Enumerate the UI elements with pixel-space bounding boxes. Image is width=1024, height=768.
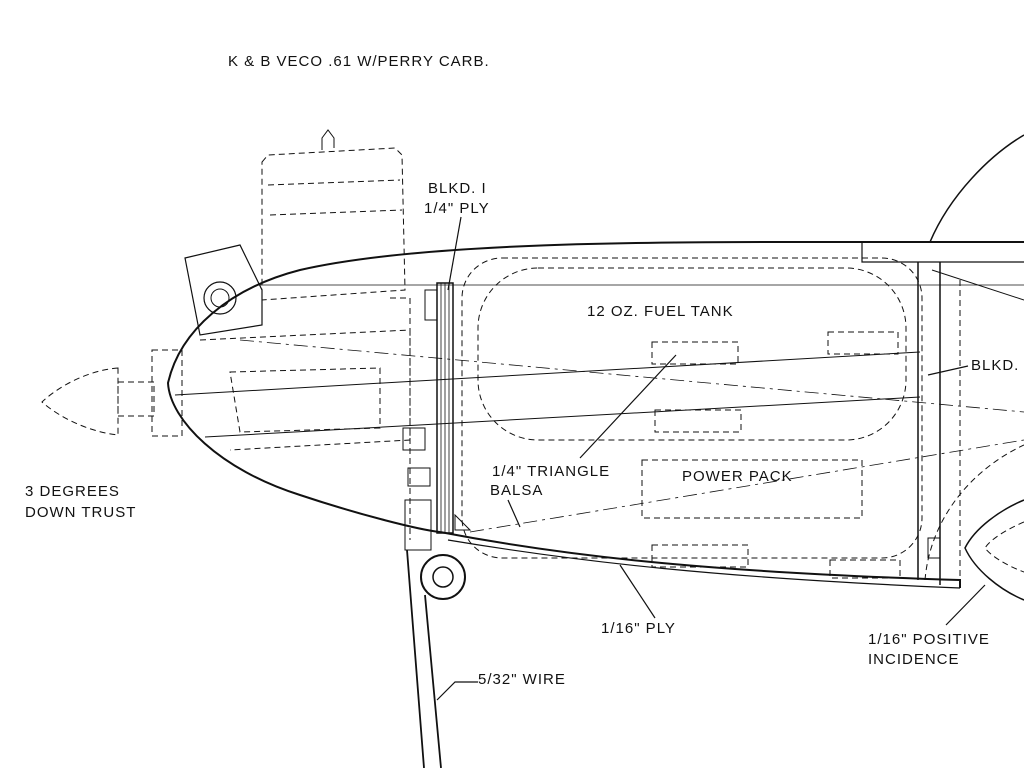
gear-mount-ring: [420, 554, 466, 600]
tank-strap-3: [827, 331, 899, 355]
tank-strap-2: [654, 409, 742, 433]
canopy-brace: [931, 269, 1024, 301]
incidence-label-2: INCIDENCE: [868, 651, 960, 668]
stab-mount: [927, 537, 941, 559]
downthrust-label-2: DOWN TRUST: [25, 504, 137, 521]
downthrust-label: 3 DEGREES: [25, 483, 120, 500]
fuselage-outline: [166, 240, 1024, 533]
power-pack-label: POWER PACK: [682, 468, 793, 485]
bulkhead-doubler: [424, 289, 438, 321]
firewall-dash: [390, 297, 411, 540]
thrust-line-upper: [174, 351, 921, 396]
bottom-strap-1: [651, 544, 749, 568]
spinner-outline: [41, 367, 119, 436]
wire-label: 5/32" WIRE: [478, 671, 566, 688]
incidence-label: 1/16" POSITIVE: [868, 631, 990, 648]
top-deck-line: [861, 242, 1024, 263]
triangle-balsa: [454, 513, 472, 531]
carburetor: [184, 244, 263, 336]
fillet-curve: [924, 444, 1024, 581]
leader-incidence: [945, 584, 986, 626]
bulkhead-1-label: BLKD. I: [428, 180, 487, 197]
bulkhead-1-laminations: [440, 283, 450, 533]
ply-bottom-label: 1/16" PLY: [601, 620, 676, 637]
tank-strap-1: [651, 341, 739, 365]
thrust-line-lower: [204, 396, 921, 438]
leader-bulkhead-right: [927, 365, 969, 376]
stab-leading-edge: [964, 499, 1024, 601]
glow-plug: [321, 129, 335, 150]
rear-bulkhead: [917, 262, 941, 585]
bottom-skin: [439, 531, 961, 588]
prop-hub: [151, 349, 183, 437]
engine-crankcase: [199, 329, 411, 451]
gear-mount-hole: [432, 566, 454, 588]
mount-bolt-mid: [407, 467, 431, 487]
engine-cylinder: [261, 147, 406, 301]
leader-bulkhead-1: [447, 216, 462, 291]
bulkhead-1-material-label: 1/4" PLY: [424, 200, 490, 217]
triangle-balsa-label-2: BALSA: [490, 482, 544, 499]
bulkhead-right-label: BLKD.: [971, 357, 1020, 374]
canopy-outline: [929, 134, 1024, 243]
triangle-balsa-label: 1/4" TRIANGLE: [492, 463, 611, 480]
center-line-lower: [469, 439, 1024, 533]
leader-triangle: [579, 354, 677, 459]
leader-ply: [619, 564, 656, 619]
leader-wire: [436, 681, 478, 701]
bottom-strap-2: [829, 559, 901, 579]
carb-intake-inner: [210, 288, 230, 308]
fuel-tank-outline: [477, 267, 907, 441]
landing-gear-wire: [406, 549, 442, 768]
tank-compartment: [461, 257, 923, 559]
bottom-skin-inner: [447, 539, 961, 589]
engine-label: K & B VECO .61 W/PERRY CARB.: [228, 53, 490, 70]
mount-bolt-upper: [402, 427, 426, 451]
engine-fins: [267, 179, 403, 216]
fuel-tank-label: 12 OZ. FUEL TANK: [587, 303, 734, 320]
stab-airfoil: [984, 521, 1024, 573]
mount-bolt-lower: [404, 499, 432, 551]
power-pack-box: [641, 459, 863, 519]
carb-intake: [203, 281, 237, 315]
spinner-backplate: [117, 381, 155, 417]
engine-mount-beam: [229, 367, 381, 433]
center-line: [239, 339, 1024, 413]
leader-triangle-balsa: [507, 499, 521, 528]
